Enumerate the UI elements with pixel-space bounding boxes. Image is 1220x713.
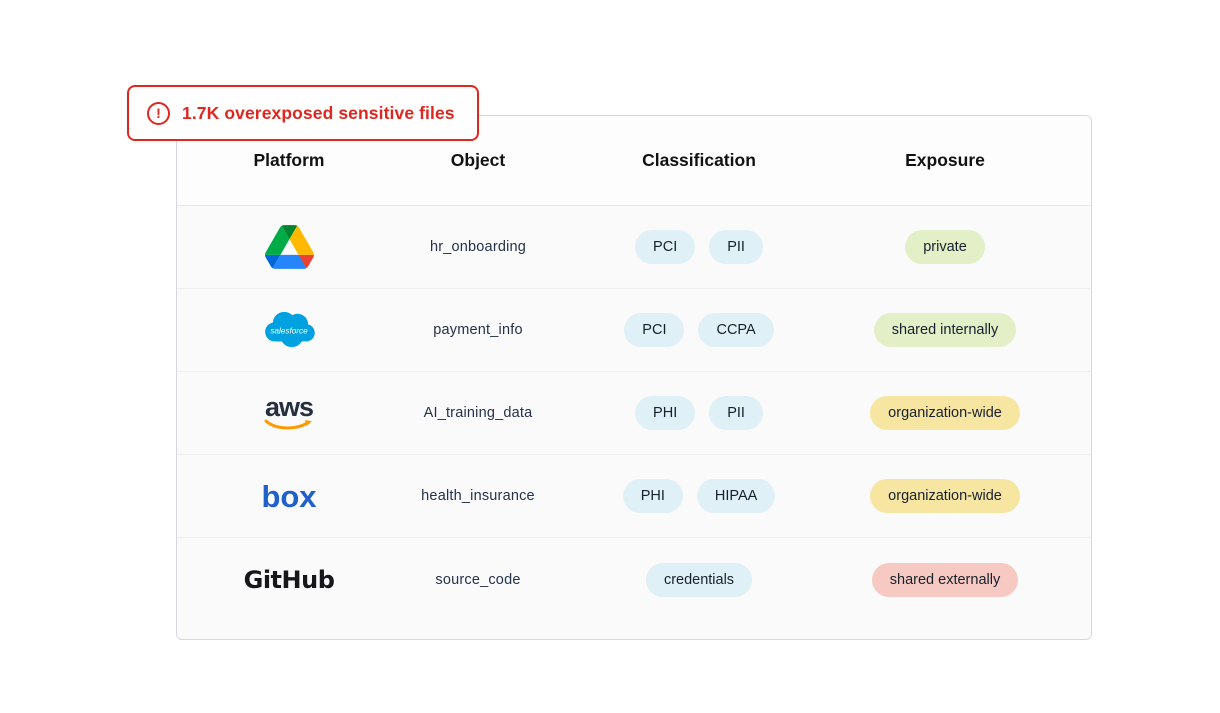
platform-cell xyxy=(177,206,401,288)
table-row-aws[interactable]: aws AI_training_data PHI PII organizatio… xyxy=(177,372,1091,455)
object-name: payment_info xyxy=(433,322,523,338)
table-row-salesforce[interactable]: salesforce payment_info PCI CCPA shared … xyxy=(177,289,1091,372)
classification-badge: CCPA xyxy=(698,313,774,347)
aws-logo: aws xyxy=(264,394,314,432)
exposure-cell: organization-wide xyxy=(843,455,1047,537)
exposure-badge: private xyxy=(905,230,985,264)
alert-circle-icon: ! xyxy=(147,101,170,125)
sensitive-files-table: Platform Object Classification Exposure … xyxy=(176,115,1092,640)
object-name: AI_training_data xyxy=(423,405,533,421)
table-row-box[interactable]: box health_insurance PHI HIPAA organizat… xyxy=(177,455,1091,538)
column-header-classification: Classification xyxy=(642,150,756,170)
platform-cell: salesforce xyxy=(177,289,401,371)
object-cell: payment_info xyxy=(401,289,555,371)
aws-smile-icon xyxy=(264,419,312,430)
classification-badge: PHI xyxy=(622,479,683,513)
object-name: health_insurance xyxy=(421,488,535,504)
table-row-google-drive[interactable]: hr_onboarding PCI PII private xyxy=(177,206,1091,289)
classification-badge: PCI xyxy=(624,313,685,347)
box-logo: box xyxy=(261,478,317,514)
column-header-platform: Platform xyxy=(253,150,325,170)
classification-cell: PCI PII xyxy=(555,206,843,288)
platform-cell: box xyxy=(177,455,401,537)
classification-badge: PCI xyxy=(635,230,696,264)
exposure-badge: shared externally xyxy=(871,562,1019,597)
exposure-badge: shared internally xyxy=(873,313,1017,347)
exposure-cell: private xyxy=(843,206,1047,288)
classification-badge: PII xyxy=(709,396,763,430)
classification-badge: credentials xyxy=(645,562,753,597)
classification-badge: PII xyxy=(709,230,763,264)
exposure-badge: organization-wide xyxy=(870,396,1020,430)
object-cell: hr_onboarding xyxy=(401,206,555,288)
classification-cell: PCI CCPA xyxy=(555,289,843,371)
platform-cell: GitHub xyxy=(177,538,401,621)
object-cell: AI_training_data xyxy=(401,372,555,454)
classification-cell: PHI PII xyxy=(555,372,843,454)
object-cell: health_insurance xyxy=(401,455,555,537)
overexposed-files-alert[interactable]: ! 1.7K overexposed sensitive files xyxy=(127,85,479,141)
object-cell: source_code xyxy=(401,538,555,621)
classification-badge: HIPAA xyxy=(696,479,776,513)
alert-label: 1.7K overexposed sensitive files xyxy=(182,102,455,123)
column-header-object: Object xyxy=(450,150,506,170)
exposure-badge: organization-wide xyxy=(870,479,1020,513)
platform-cell: aws xyxy=(177,372,401,454)
object-name: hr_onboarding xyxy=(429,239,527,255)
table-row-github[interactable]: GitHub source_code credentials shared ex… xyxy=(177,538,1091,621)
classification-cell: credentials xyxy=(555,538,843,621)
column-header-exposure: Exposure xyxy=(905,150,985,170)
aws-wordmark: aws xyxy=(264,392,314,422)
salesforce-icon: salesforce xyxy=(265,311,315,348)
classification-cell: PHI HIPAA xyxy=(555,455,843,537)
google-drive-icon xyxy=(264,225,314,269)
salesforce-wordmark: salesforce xyxy=(270,326,308,335)
object-name: source_code xyxy=(435,571,521,588)
github-logo: GitHub xyxy=(243,565,335,594)
exposure-cell: shared externally xyxy=(843,538,1047,621)
exposure-cell: shared internally xyxy=(843,289,1047,371)
classification-badge: PHI xyxy=(635,396,696,430)
exposure-cell: organization-wide xyxy=(843,372,1047,454)
